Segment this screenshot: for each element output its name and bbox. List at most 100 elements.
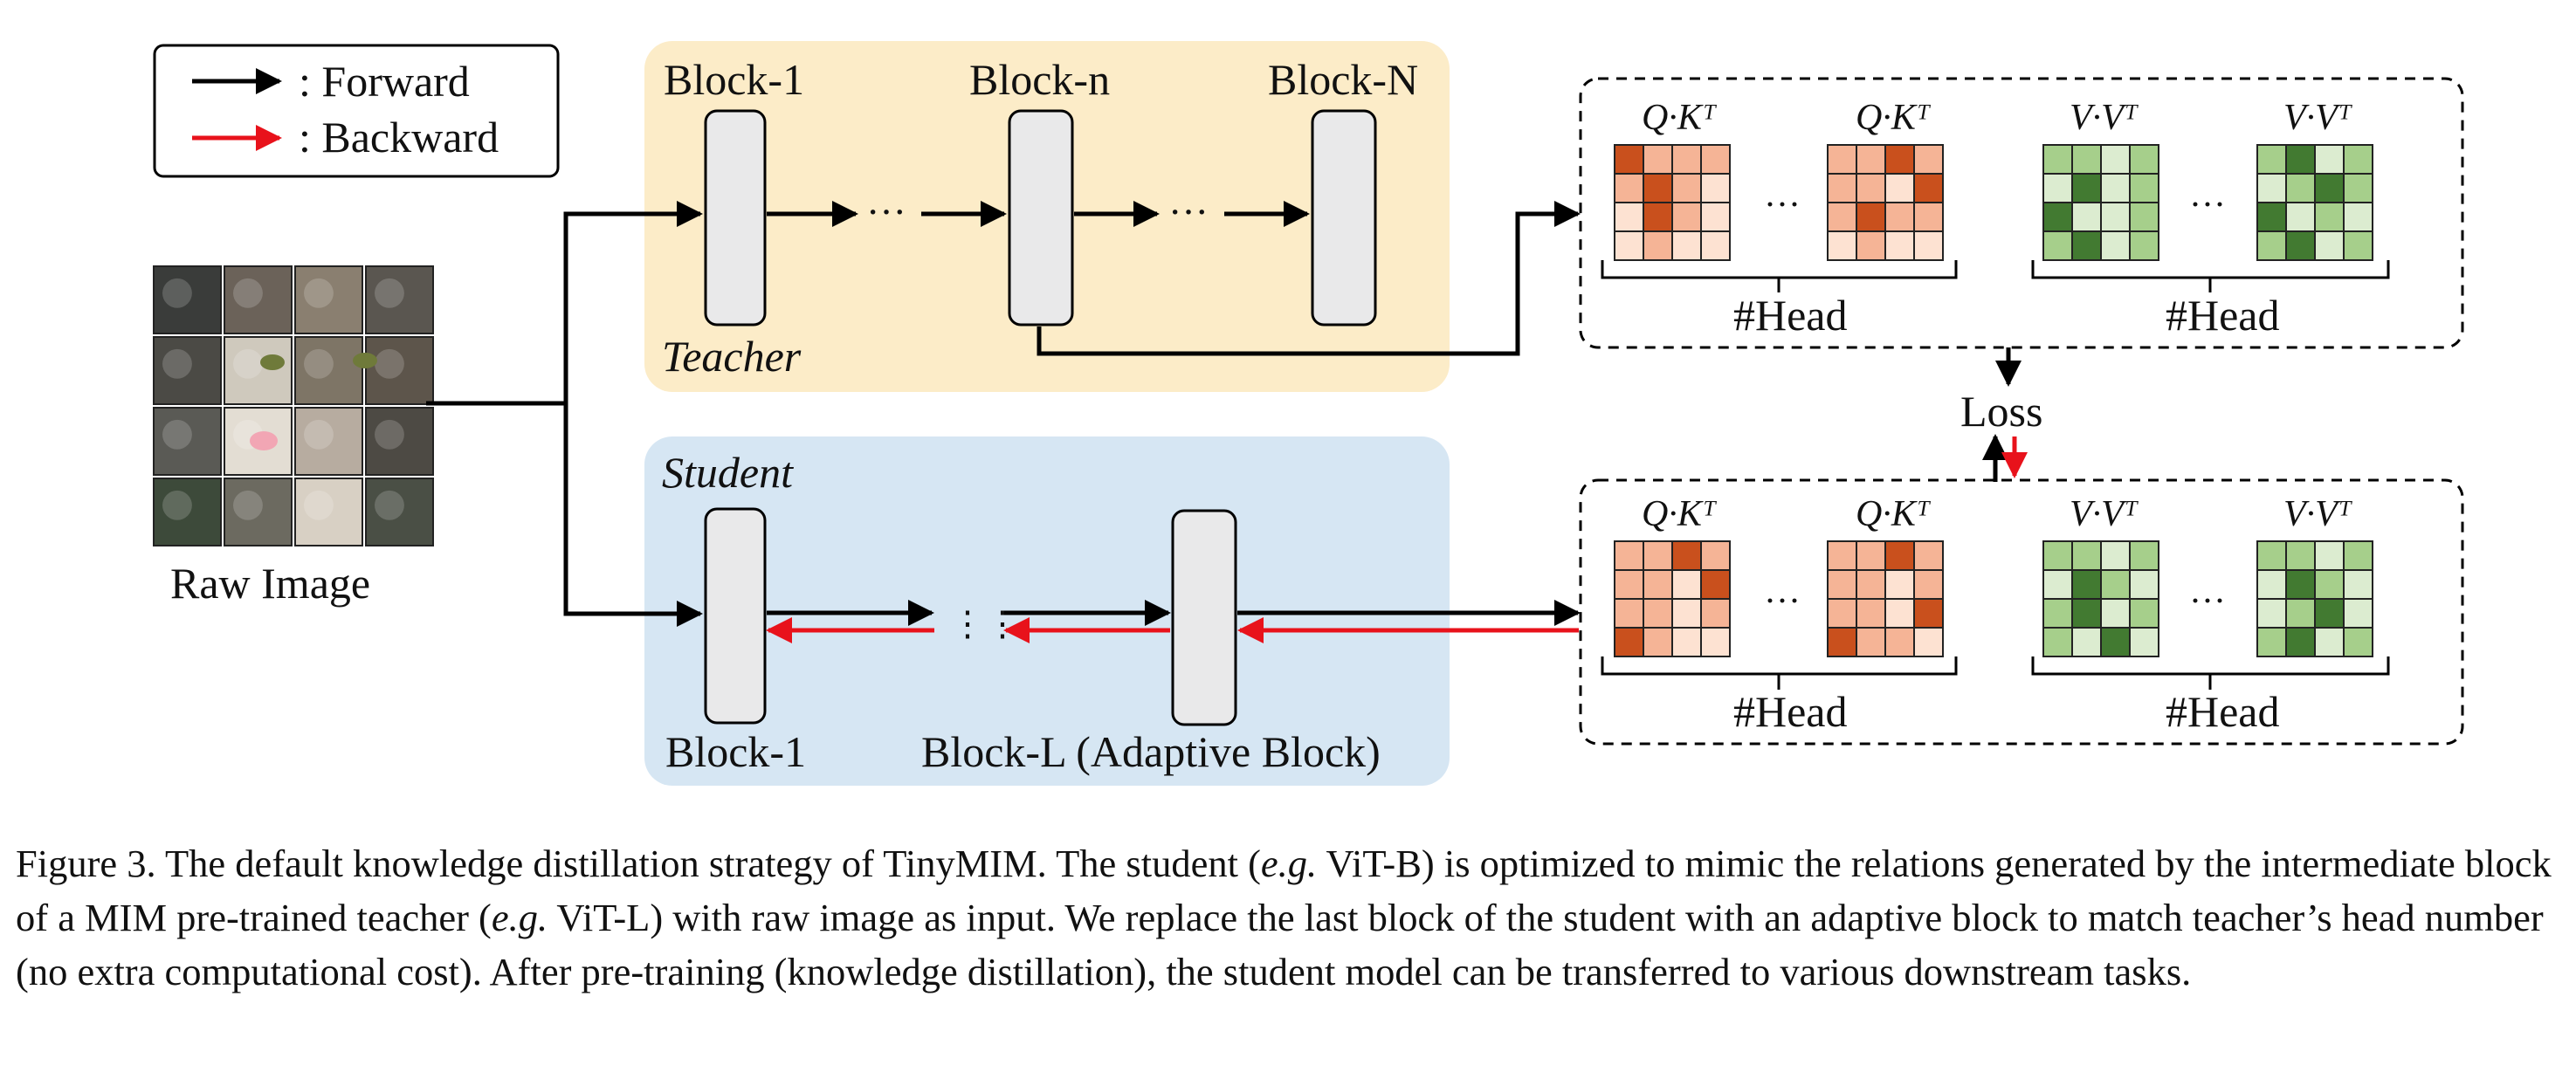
- student-vv-head-label: #Head: [2166, 687, 2280, 736]
- image-to-teacher-arrow: [563, 201, 703, 403]
- teacher-block-n: [1008, 109, 1074, 326]
- relation-cell: [1643, 540, 1673, 571]
- relation-cell: [1614, 202, 1644, 232]
- relation-cell: [1913, 173, 1944, 203]
- teacher-vv-ellipsis: ···: [2189, 185, 2226, 225]
- loss-section: Loss: [1960, 347, 2042, 482]
- image-patch: [365, 336, 434, 405]
- caption-eg-2: e.g.: [491, 896, 548, 939]
- relation-cell: [2285, 627, 2316, 657]
- relation-cell: [2343, 540, 2373, 571]
- relation-cell: [1700, 540, 1731, 571]
- relation-cell: [2314, 230, 2345, 261]
- legend-box: [153, 44, 560, 178]
- relation-cell: [2042, 627, 2073, 657]
- relation-cell: [2343, 144, 2373, 175]
- student-vv-label-1: V·Vᵀ: [2070, 494, 2139, 534]
- student-ellipsis: ⋮⋮: [950, 604, 1020, 643]
- fur-texture: [162, 348, 192, 379]
- relation-cell: [1856, 598, 1886, 629]
- relation-cell: [1700, 598, 1731, 629]
- relation-cell: [1643, 202, 1673, 232]
- relation-cell: [2256, 230, 2287, 261]
- relation-cell: [2343, 202, 2373, 232]
- relation-cell: [1614, 173, 1644, 203]
- relation-cell: [1643, 144, 1673, 175]
- relation-cell: [1884, 598, 1915, 629]
- relation-cell: [1856, 202, 1886, 232]
- raw-image-patches: [153, 265, 434, 546]
- relation-cell: [1700, 230, 1731, 261]
- relation-cell: [1643, 230, 1673, 261]
- relation-cell: [1827, 230, 1857, 261]
- fur-texture: [375, 278, 404, 308]
- relation-cell: [2042, 144, 2073, 175]
- image-patch: [224, 265, 293, 334]
- relation-cell: [1827, 540, 1857, 571]
- teacher-vv-label-1: V·Vᵀ: [2070, 98, 2139, 138]
- student-vv-map-1: [2042, 540, 2159, 657]
- relation-cell: [2256, 173, 2287, 203]
- relation-cell: [1614, 230, 1644, 261]
- relation-cell: [2256, 598, 2287, 629]
- relation-cell: [2314, 569, 2345, 600]
- image-patch: [294, 265, 363, 334]
- relation-cell: [2071, 230, 2102, 261]
- relation-cell: [2042, 569, 2073, 600]
- teacher-qk-ellipsis: ···: [1764, 185, 1801, 225]
- fur-texture: [233, 490, 263, 520]
- relation-cell: [1643, 598, 1673, 629]
- fur-texture: [304, 419, 334, 450]
- relation-cell: [1884, 173, 1915, 203]
- relation-cell: [1671, 569, 1702, 600]
- teacher-block-1-label: Block-1: [664, 55, 804, 104]
- teacher-vv-brace: [2031, 260, 2390, 292]
- relation-cell: [1856, 569, 1886, 600]
- relation-cell: [1643, 173, 1673, 203]
- caption-part-1: Figure 3. The default knowledge distilla…: [16, 842, 1261, 885]
- cat-nose: [250, 431, 278, 450]
- relation-cell: [1827, 202, 1857, 232]
- cat-eye: [260, 354, 285, 370]
- relation-cell: [2343, 598, 2373, 629]
- student-qk-head-label: #Head: [1733, 687, 1848, 736]
- relation-cell: [1643, 569, 1673, 600]
- relation-cell: [1827, 173, 1857, 203]
- fur-texture: [162, 278, 192, 308]
- relation-cell: [2256, 202, 2287, 232]
- relation-cell: [2071, 569, 2102, 600]
- teacher-block-n-label: Block-n: [969, 55, 1110, 104]
- image-patch: [294, 336, 363, 405]
- teacher-vv-label-2: V·Vᵀ: [2283, 98, 2353, 138]
- teacher-ellipsis-1: ···: [866, 189, 906, 234]
- image-patch: [153, 265, 222, 334]
- relation-cell: [2100, 540, 2131, 571]
- teacher-label: Teacher: [662, 332, 802, 381]
- student-vv-brace: [2031, 656, 2390, 690]
- legend-backward-label: : Backward: [299, 113, 499, 162]
- student-qk-ellipsis: ···: [1764, 581, 1801, 622]
- relation-cell: [2129, 202, 2159, 232]
- image-patch: [224, 336, 293, 405]
- relation-cell: [2343, 569, 2373, 600]
- image-patch: [153, 336, 222, 405]
- teacher-qk-head-label: #Head: [1733, 291, 1848, 340]
- relation-cell: [2256, 627, 2287, 657]
- fur-texture: [233, 278, 263, 308]
- fur-texture: [375, 490, 404, 520]
- relation-cell: [2071, 627, 2102, 657]
- fur-texture: [375, 419, 404, 450]
- input-arrows: [426, 201, 703, 627]
- relation-cell: [2285, 569, 2316, 600]
- fur-texture: [162, 490, 192, 520]
- relation-cell: [1913, 230, 1944, 261]
- relation-cell: [2129, 598, 2159, 629]
- distillation-diagram: : Forward : Backward Raw Image Block-1 B…: [153, 41, 2464, 786]
- image-patch: [365, 265, 434, 334]
- relation-cell: [1614, 598, 1644, 629]
- relation-cell: [1643, 627, 1673, 657]
- student-block-L-label: Block-L (Adaptive Block): [921, 727, 1381, 776]
- relation-cell: [1700, 173, 1731, 203]
- teacher-block-N-label: Block-N: [1268, 55, 1418, 104]
- cat-eye: [353, 353, 377, 368]
